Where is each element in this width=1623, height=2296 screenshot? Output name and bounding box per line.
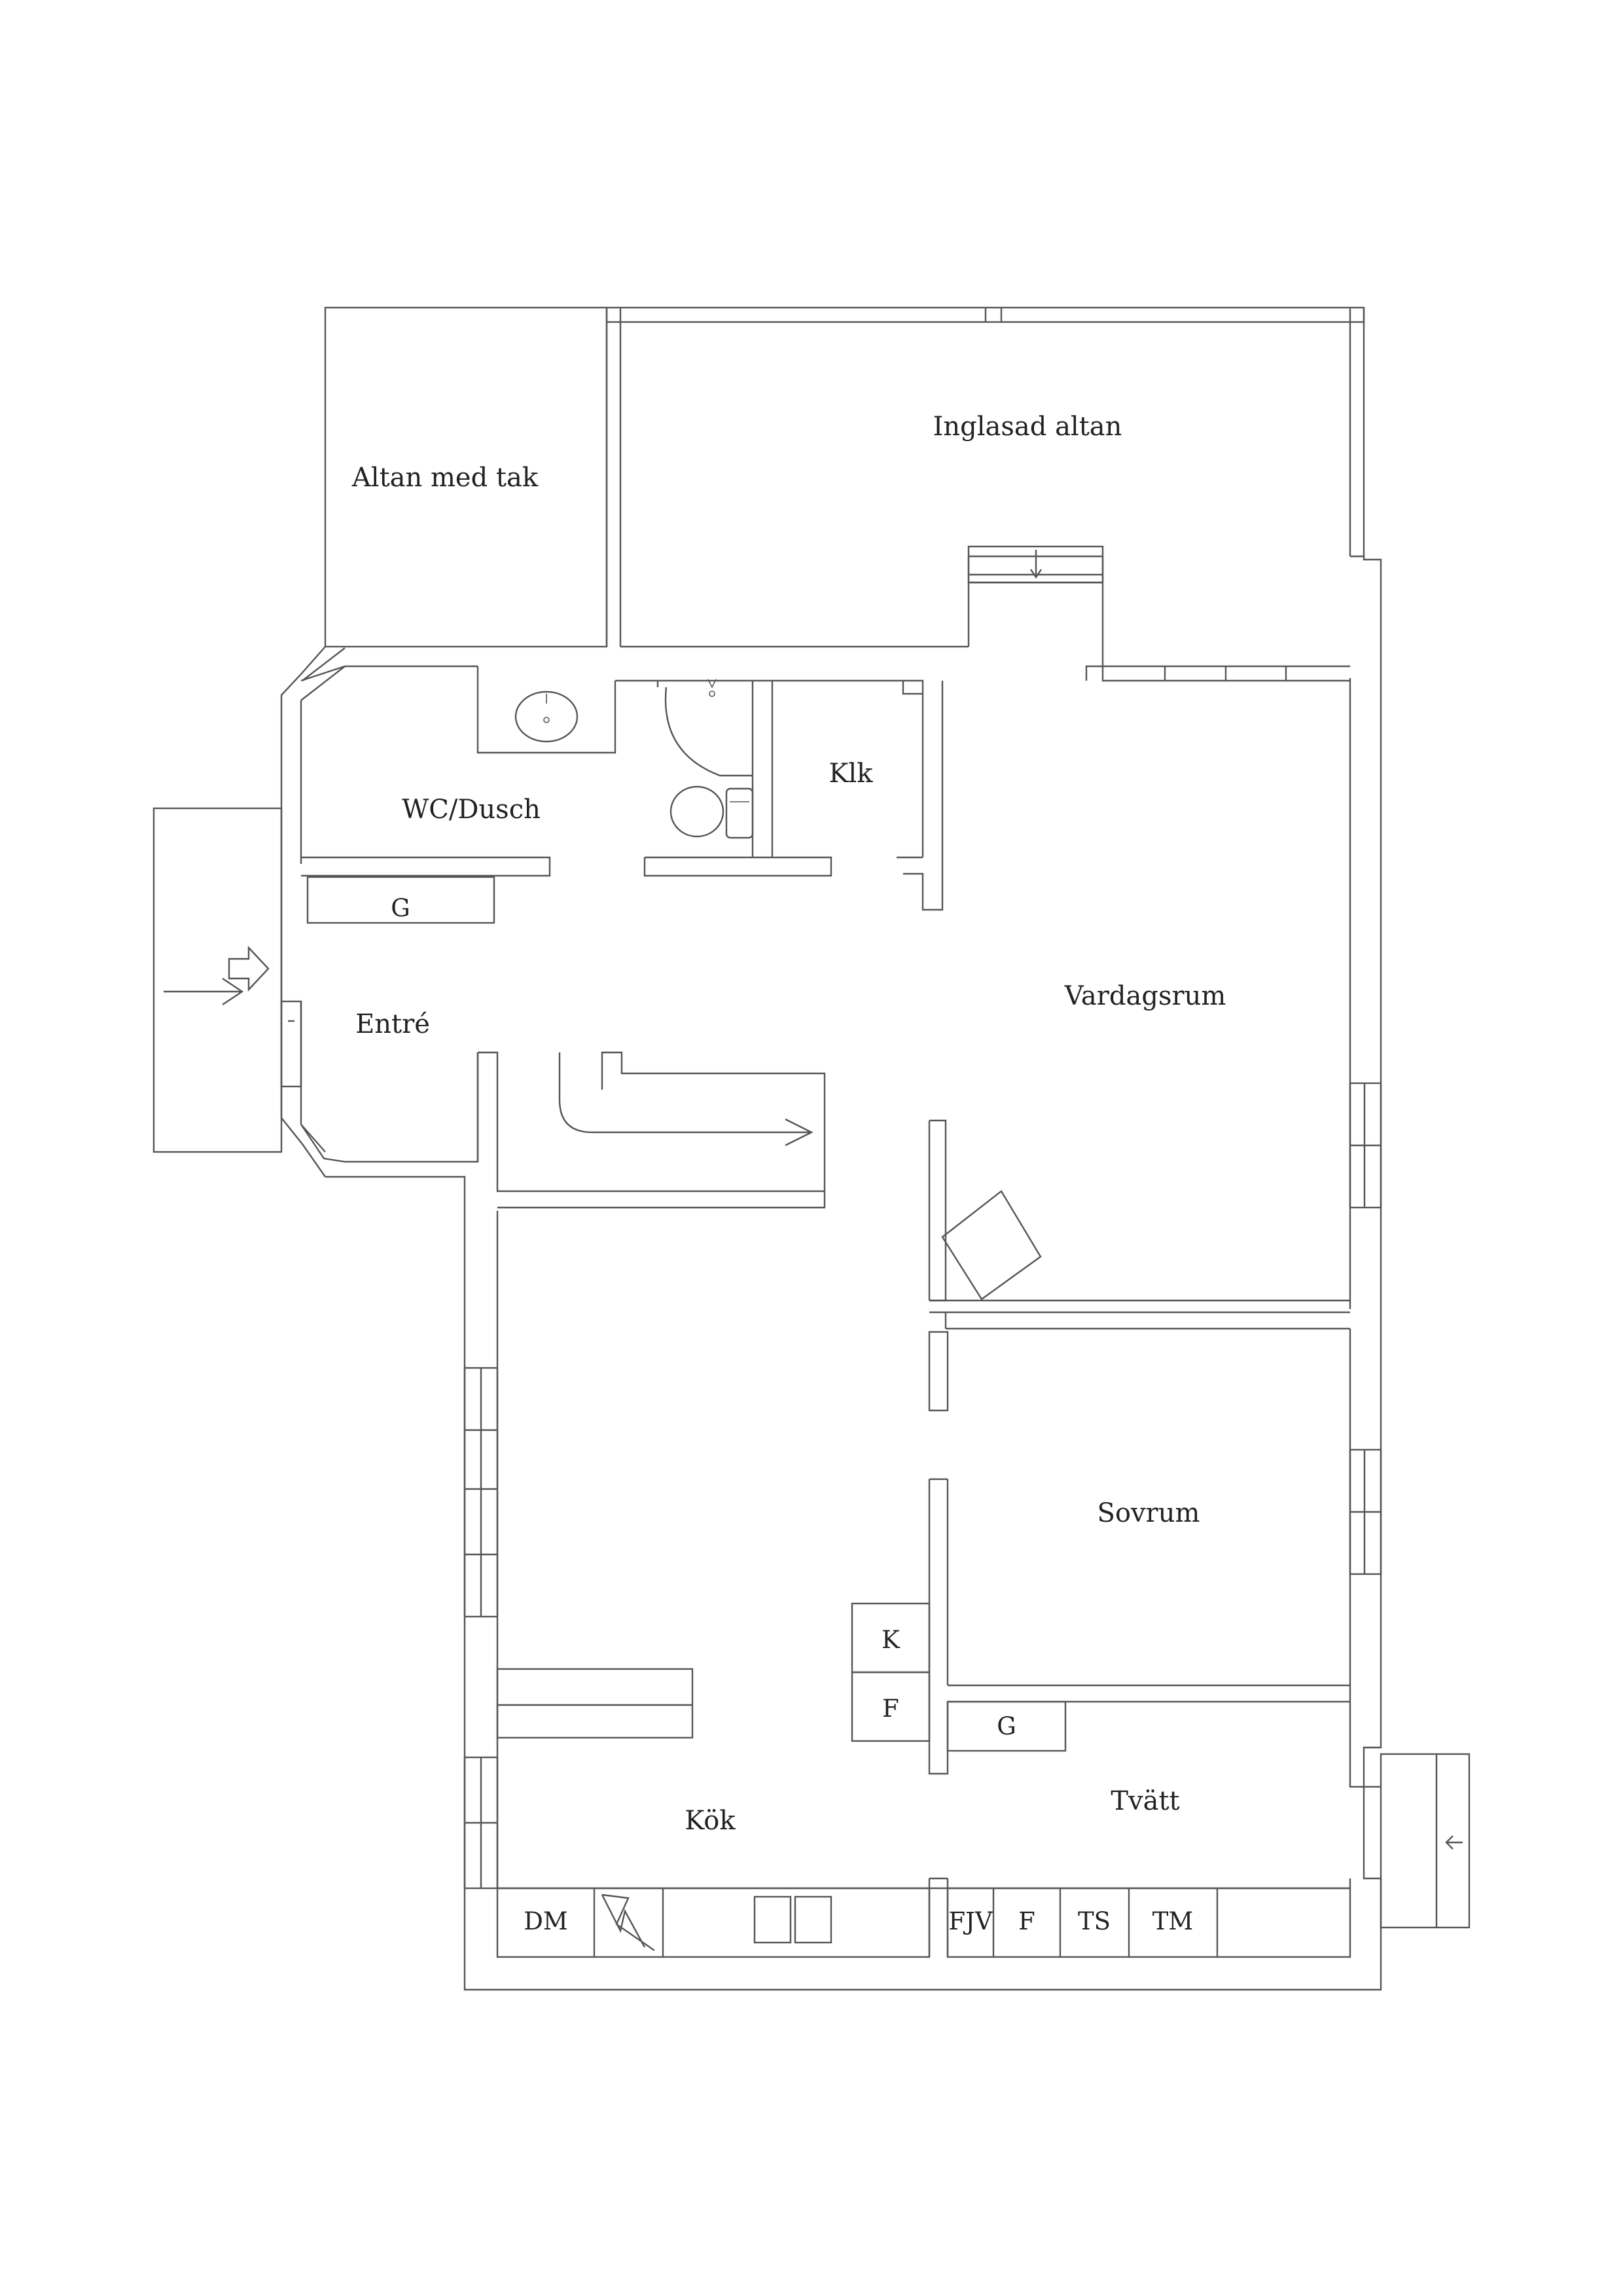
back-step <box>1380 1753 1471 1929</box>
label-f-tvatt: F <box>1018 1907 1035 1935</box>
label-sovrum: Sovrum <box>1097 1498 1200 1528</box>
label-ts: TS <box>1078 1907 1111 1935</box>
room-labels: Altan med tak Inglasad altan WC/Dusch Kl… <box>351 412 1226 1836</box>
label-klk: Klk <box>829 759 874 789</box>
label-g-entre: G <box>391 894 410 922</box>
label-inglasad-altan: Inglasad altan <box>933 412 1122 442</box>
label-kok: Kök <box>685 1806 736 1836</box>
double-sink-icon <box>753 1895 832 1944</box>
label-wc-dusch: WC/Dusch <box>402 795 541 825</box>
fixture-labels: G K F G DM FJV F TS TM <box>391 894 1193 1935</box>
interior-walls <box>851 1082 1382 1775</box>
label-fjv: FJV <box>948 1907 993 1935</box>
label-tvatt: Tvätt <box>1111 1786 1179 1816</box>
label-g-tvatt: G <box>997 1712 1016 1740</box>
label-entre: Entré <box>355 1009 430 1039</box>
klk-walls <box>772 679 944 911</box>
shower-icon <box>664 679 753 777</box>
staircase <box>476 1051 826 1209</box>
sink-icon <box>514 691 579 743</box>
label-tm: TM <box>1152 1907 1194 1935</box>
terrace-door <box>967 545 1104 584</box>
toilet-icon <box>669 785 754 839</box>
label-altan-med-tak: Altan med tak <box>351 463 539 493</box>
stove-icon <box>601 1893 655 1951</box>
label-dm: DM <box>524 1907 568 1935</box>
kitchen-windows <box>463 1367 694 1890</box>
wc-dusch-area <box>300 665 832 877</box>
entry-storage <box>306 876 495 924</box>
label-vardagsrum: Vardagsrum <box>1064 981 1226 1011</box>
entry-porch <box>152 807 283 1153</box>
label-k: K <box>882 1626 901 1654</box>
label-f-kok: F <box>882 1695 899 1723</box>
outer-walls <box>280 306 1382 1991</box>
laundry-counter <box>946 1887 1351 1958</box>
